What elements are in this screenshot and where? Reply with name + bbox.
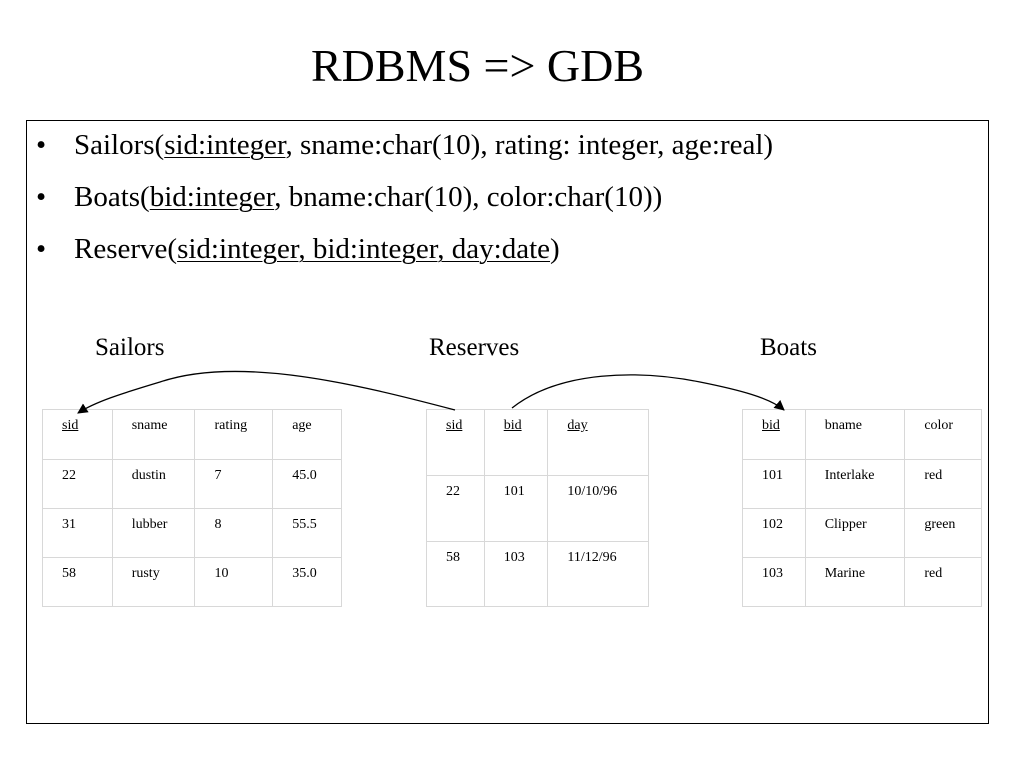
schema-item-sailors: • Sailors(sid:integer, sname:char(10), ra… (36, 128, 773, 180)
schema-item-boats: • Boats(bid:integer, bname:char(10), colo… (36, 180, 773, 232)
reserves-label: Reserves (429, 334, 520, 361)
table-cell: Marine (804, 557, 906, 607)
bullet-icon: • (36, 233, 47, 265)
column-header: bid (483, 409, 549, 476)
column-header: day (547, 409, 649, 476)
schema-item-reserve: • Reserve(sid:integer, bid:integer, day:d… (36, 232, 773, 284)
table-cell: 8 (194, 508, 274, 558)
table-row: 101 Interlake red (742, 459, 982, 509)
bullet-icon: • (36, 129, 47, 161)
table-cell: 10 (194, 557, 274, 607)
table-row: 58 rusty 10 35.0 (42, 557, 342, 607)
column-header: sid (426, 409, 485, 476)
schema-rest: ) (550, 233, 560, 265)
table-cell: Interlake (804, 459, 906, 509)
column-header: age (272, 409, 342, 460)
schema-rest: , sname:char(10), rating: integer, age:r… (285, 129, 774, 161)
column-header: rating (194, 409, 274, 460)
column-header: sid (42, 409, 113, 460)
table-header-row: sid sname rating age (42, 409, 342, 460)
table-header-row: bid bname color (742, 409, 982, 460)
table-cell: 11/12/96 (547, 541, 649, 607)
column-header: bname (804, 409, 906, 460)
table-cell: 58 (426, 541, 485, 607)
sailors-table: sid sname rating age 22 dustin 7 45.0 31… (42, 409, 342, 607)
table-row: 103 Marine red (742, 557, 982, 607)
boats-label: Boats (760, 334, 817, 361)
table-cell: dustin (111, 459, 196, 509)
schema-rest: , bname:char(10), color:char(10)) (274, 181, 663, 213)
schema-prefix: Sailors( (74, 129, 165, 161)
table-cell: lubber (111, 508, 196, 558)
reserves-table: sid bid day 22 101 10/10/96 58 103 11/12… (426, 409, 649, 607)
table-cell: 7 (194, 459, 274, 509)
slide-title: RDBMS => GDB (310, 40, 645, 91)
table-cell: 102 (742, 508, 806, 558)
table-cell: 58 (42, 557, 113, 607)
bullet-icon: • (36, 181, 47, 213)
schema-prefix: Boats( (74, 181, 150, 213)
schema-list: • Sailors(sid:integer, sname:char(10), ra… (36, 128, 773, 284)
schema-key: bid:integer (149, 181, 275, 213)
column-header: color (904, 409, 982, 460)
table-cell: red (904, 557, 982, 607)
column-header: sname (111, 409, 196, 460)
table-cell: Clipper (804, 508, 906, 558)
table-cell: red (904, 459, 982, 509)
table-cell: rusty (111, 557, 196, 607)
table-cell: green (904, 508, 982, 558)
schema-key: sid:integer, bid:integer, day:date (177, 233, 551, 265)
sailors-label: Sailors (95, 334, 165, 361)
table-row: 102 Clipper green (742, 508, 982, 558)
table-cell: 103 (742, 557, 806, 607)
table-cell: 35.0 (272, 557, 342, 607)
table-cell: 55.5 (272, 508, 342, 558)
schema-key: sid:integer (164, 129, 286, 161)
table-row: 22 101 10/10/96 (426, 475, 649, 542)
schema-prefix: Reserve( (74, 233, 178, 265)
column-header: bid (742, 409, 806, 460)
table-cell: 10/10/96 (547, 475, 649, 542)
table-cell: 101 (742, 459, 806, 509)
table-row: 58 103 11/12/96 (426, 541, 649, 607)
table-cell: 22 (42, 459, 113, 509)
table-row: 22 dustin 7 45.0 (42, 459, 342, 509)
content-frame (26, 120, 989, 724)
boats-table: bid bname color 101 Interlake red 102 Cl… (742, 409, 982, 607)
table-cell: 101 (483, 475, 549, 542)
table-cell: 31 (42, 508, 113, 558)
table-header-row: sid bid day (426, 409, 649, 476)
table-cell: 45.0 (272, 459, 342, 509)
table-cell: 103 (483, 541, 549, 607)
table-cell: 22 (426, 475, 485, 542)
table-row: 31 lubber 8 55.5 (42, 508, 342, 558)
